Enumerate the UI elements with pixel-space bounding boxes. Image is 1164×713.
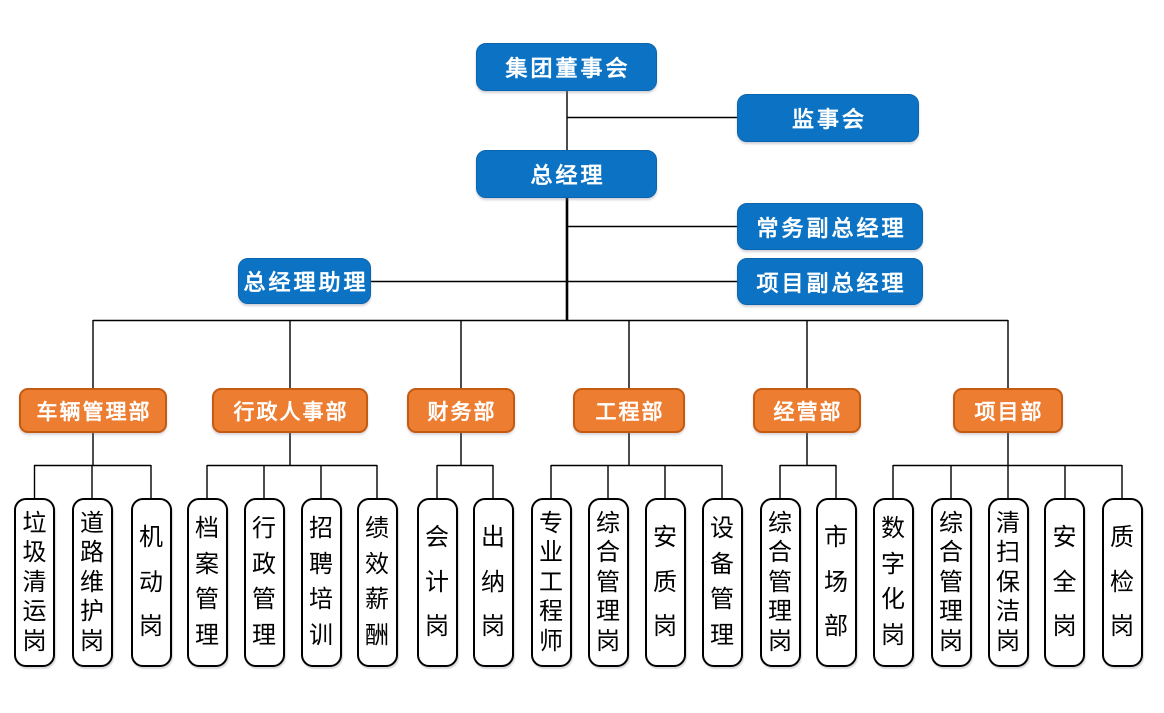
position-box: 专业工程师 [530, 498, 572, 667]
dept-box-vehicle-management: 车辆管理部 [19, 388, 167, 433]
org-box-project-deputy-gm: 项目副总经理 [737, 258, 923, 305]
position-box: 市场部 [815, 498, 857, 667]
dept-box-finance: 财务部 [407, 388, 515, 433]
org-box-general-manager: 总经理 [476, 150, 657, 198]
position-box: 综合管理岗 [587, 498, 629, 667]
position-box: 安全岗 [1044, 498, 1085, 667]
position-box: 综合管理岗 [759, 498, 801, 667]
dept-box-project: 项目部 [953, 388, 1063, 433]
position-box: 综合管理岗 [930, 498, 972, 667]
org-box-gm-assistant: 总经理助理 [238, 258, 371, 304]
org-box-supervisory-board: 监事会 [737, 94, 919, 142]
position-box: 会计岗 [416, 498, 458, 667]
position-box: 质检岗 [1101, 498, 1143, 667]
org-box-executive-deputy-gm: 常务副总经理 [737, 203, 923, 250]
position-box: 设备管理 [701, 498, 743, 667]
position-box: 清扫保洁岗 [987, 498, 1029, 667]
position-box: 安质岗 [644, 498, 686, 667]
position-box: 垃圾清运岗 [14, 498, 55, 667]
dept-box-engineering: 工程部 [573, 388, 685, 433]
dept-box-operations: 经营部 [753, 388, 861, 433]
org-box-group-board: 集团董事会 [476, 43, 657, 91]
position-box: 行政管理 [243, 498, 285, 667]
position-box: 档案管理 [186, 498, 228, 667]
position-box: 招聘培训 [300, 498, 342, 667]
connector-line [33, 91, 1123, 499]
position-box: 道路维护岗 [71, 498, 113, 667]
position-box: 绩效薪酬 [356, 498, 398, 667]
dept-box-admin-hr: 行政人事部 [212, 388, 368, 433]
position-box: 机动岗 [130, 498, 172, 667]
position-box: 出纳岗 [472, 498, 514, 667]
position-box: 数字化岗 [872, 498, 914, 667]
